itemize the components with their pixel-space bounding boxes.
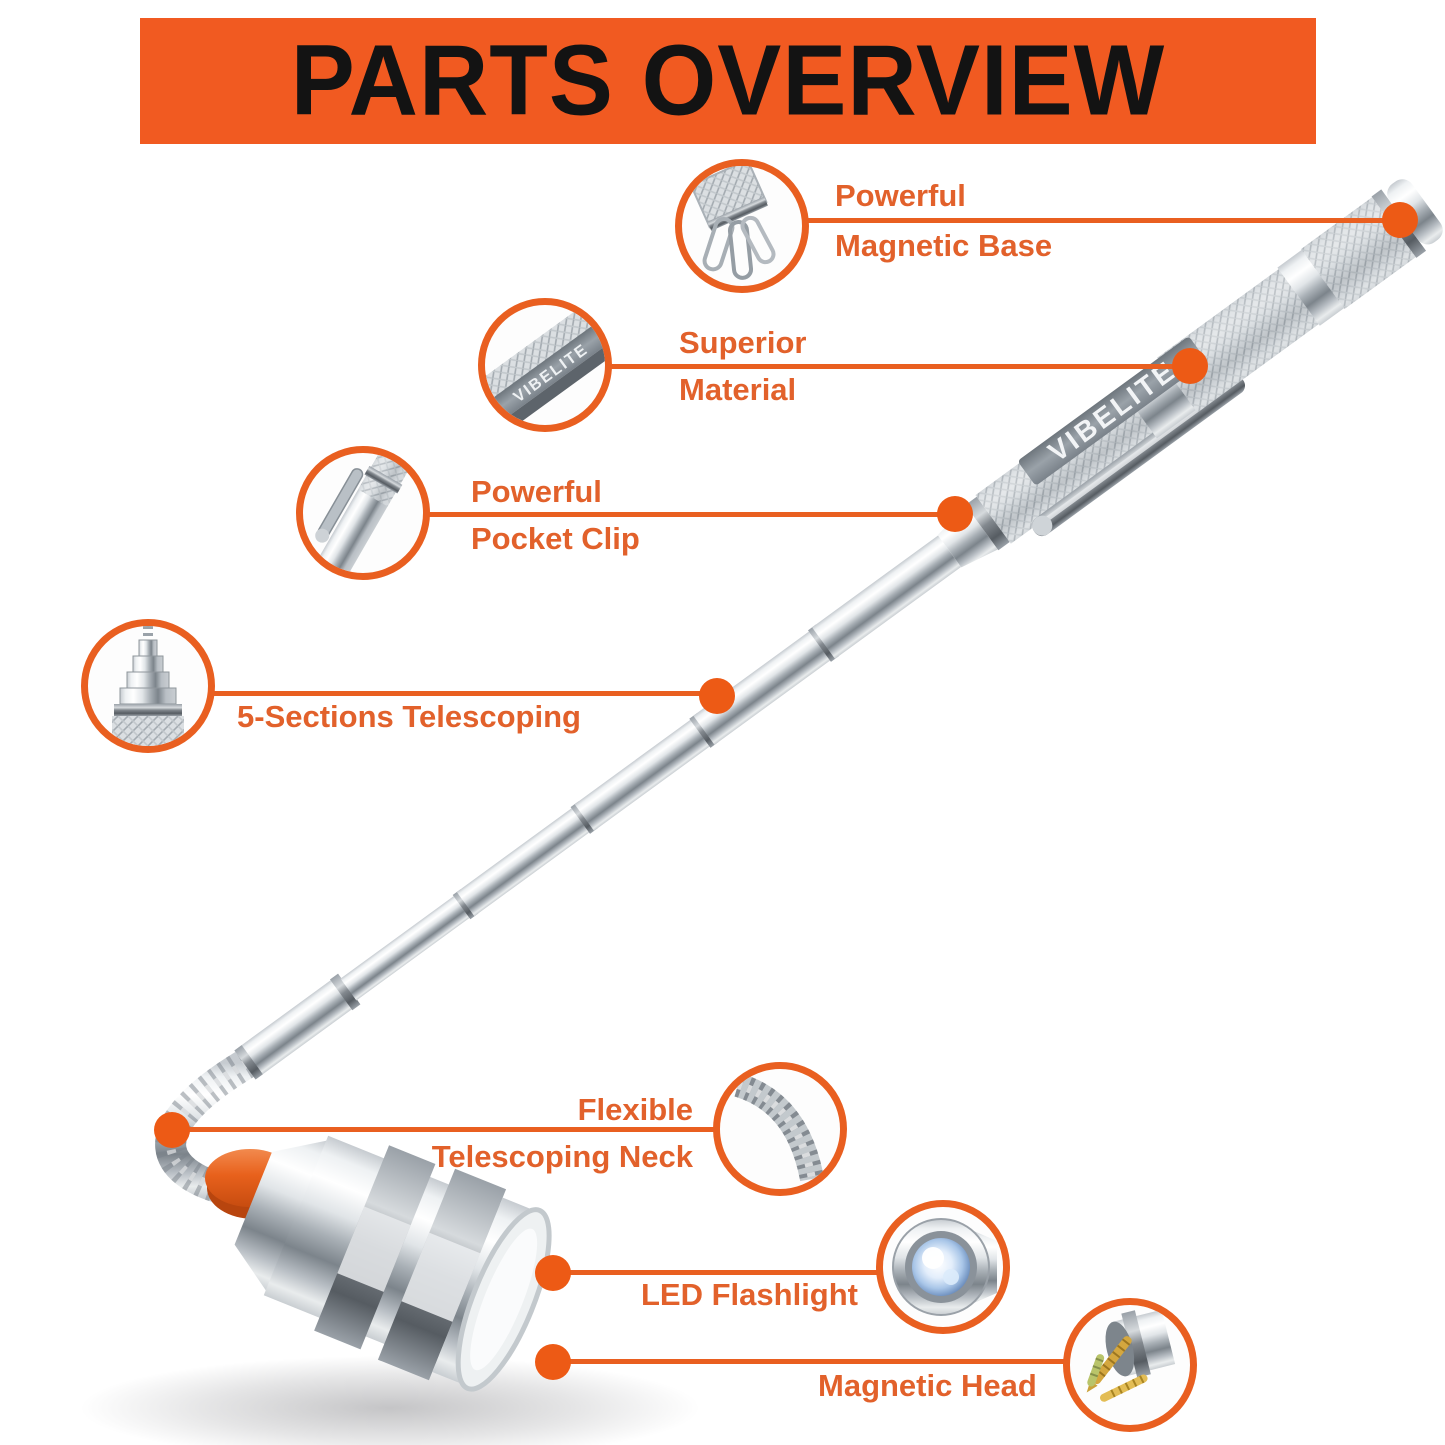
- callout-circle-pocket-clip: [296, 446, 430, 580]
- brand-plate: [1018, 337, 1206, 485]
- callout-dot-magnetic-head: [535, 1344, 571, 1380]
- callout-line-superior-material: [606, 364, 1192, 369]
- callout-circle-superior-material: VIBELITE: [478, 298, 612, 432]
- callout-circle-five-sections: [81, 619, 215, 753]
- pen-body: VIBELITE: [234, 179, 1443, 1080]
- rod-section: [574, 717, 714, 831]
- callout-dot-led-flashlight: [535, 1255, 571, 1291]
- callout-label-five-sections: 5-Sections Telescoping: [237, 699, 581, 734]
- callout-dot-five-sections: [699, 678, 735, 714]
- callout-dot-pocket-clip: [937, 496, 973, 532]
- callout-circle-magnetic-head: [1063, 1298, 1197, 1432]
- magnetic-head-zoom-icon: [1086, 1309, 1176, 1402]
- callout-label-superior-material-2: Material: [679, 372, 797, 407]
- flexible-neck-zoom-icon: [734, 1073, 824, 1182]
- callout-line-magnetic-base: [800, 218, 1400, 223]
- callout-circle-flexible-neck: [713, 1062, 847, 1196]
- magnetic-base-zoom-icon: [689, 166, 776, 280]
- callout-label-superior-material-1: Superior: [679, 325, 807, 360]
- superior-material-zoom-icon: VIBELITE: [485, 305, 605, 425]
- callout-label-led-flashlight: LED Flashlight: [641, 1277, 858, 1312]
- pocket-clip-zoom-icon: [313, 453, 418, 573]
- callout-line-flexible-neck: [178, 1127, 716, 1132]
- callout-label-magnetic-base-1: Powerful: [835, 178, 966, 213]
- callout-line-magnetic-head: [556, 1359, 1068, 1364]
- rod-section: [693, 628, 835, 745]
- rod-section: [340, 893, 474, 1001]
- callout-dot-superior-material: [1172, 348, 1208, 384]
- pocket-clip: [1031, 375, 1246, 537]
- page-title: PARTS OVERVIEW: [290, 24, 1166, 137]
- callout-label-magnetic-head: Magnetic Head: [818, 1368, 1037, 1403]
- rod-sleeve: [234, 975, 360, 1080]
- callout-label-magnetic-base-2: Magnetic Base: [835, 228, 1053, 263]
- callout-line-led-flashlight: [556, 1270, 880, 1275]
- callout-circle-magnetic-base: [675, 159, 809, 293]
- callout-label-pocket-clip-2: Pocket Clip: [471, 521, 640, 556]
- callout-label-flexible-neck-2: Telescoping Neck: [431, 1139, 693, 1174]
- banner: PARTS OVERVIEW: [140, 18, 1316, 144]
- five-sections-zoom-icon: [112, 626, 184, 746]
- callout-label-pocket-clip-1: Powerful: [471, 474, 602, 509]
- rod-section: [456, 805, 594, 917]
- callout-circle-led-flashlight: [876, 1200, 1010, 1334]
- callout-line-pocket-clip: [425, 512, 957, 517]
- flashlight-head: [234, 1135, 552, 1392]
- rod-section: [812, 535, 962, 659]
- callout-dot-flexible-neck: [154, 1112, 190, 1148]
- callout-line-five-sections: [208, 691, 720, 696]
- callout-label-flexible-neck-1: Flexible: [577, 1092, 693, 1127]
- led-flashlight-zoom-icon: [892, 1218, 997, 1316]
- callout-dot-magnetic-base: [1382, 202, 1418, 238]
- head-shadow: [80, 1356, 700, 1445]
